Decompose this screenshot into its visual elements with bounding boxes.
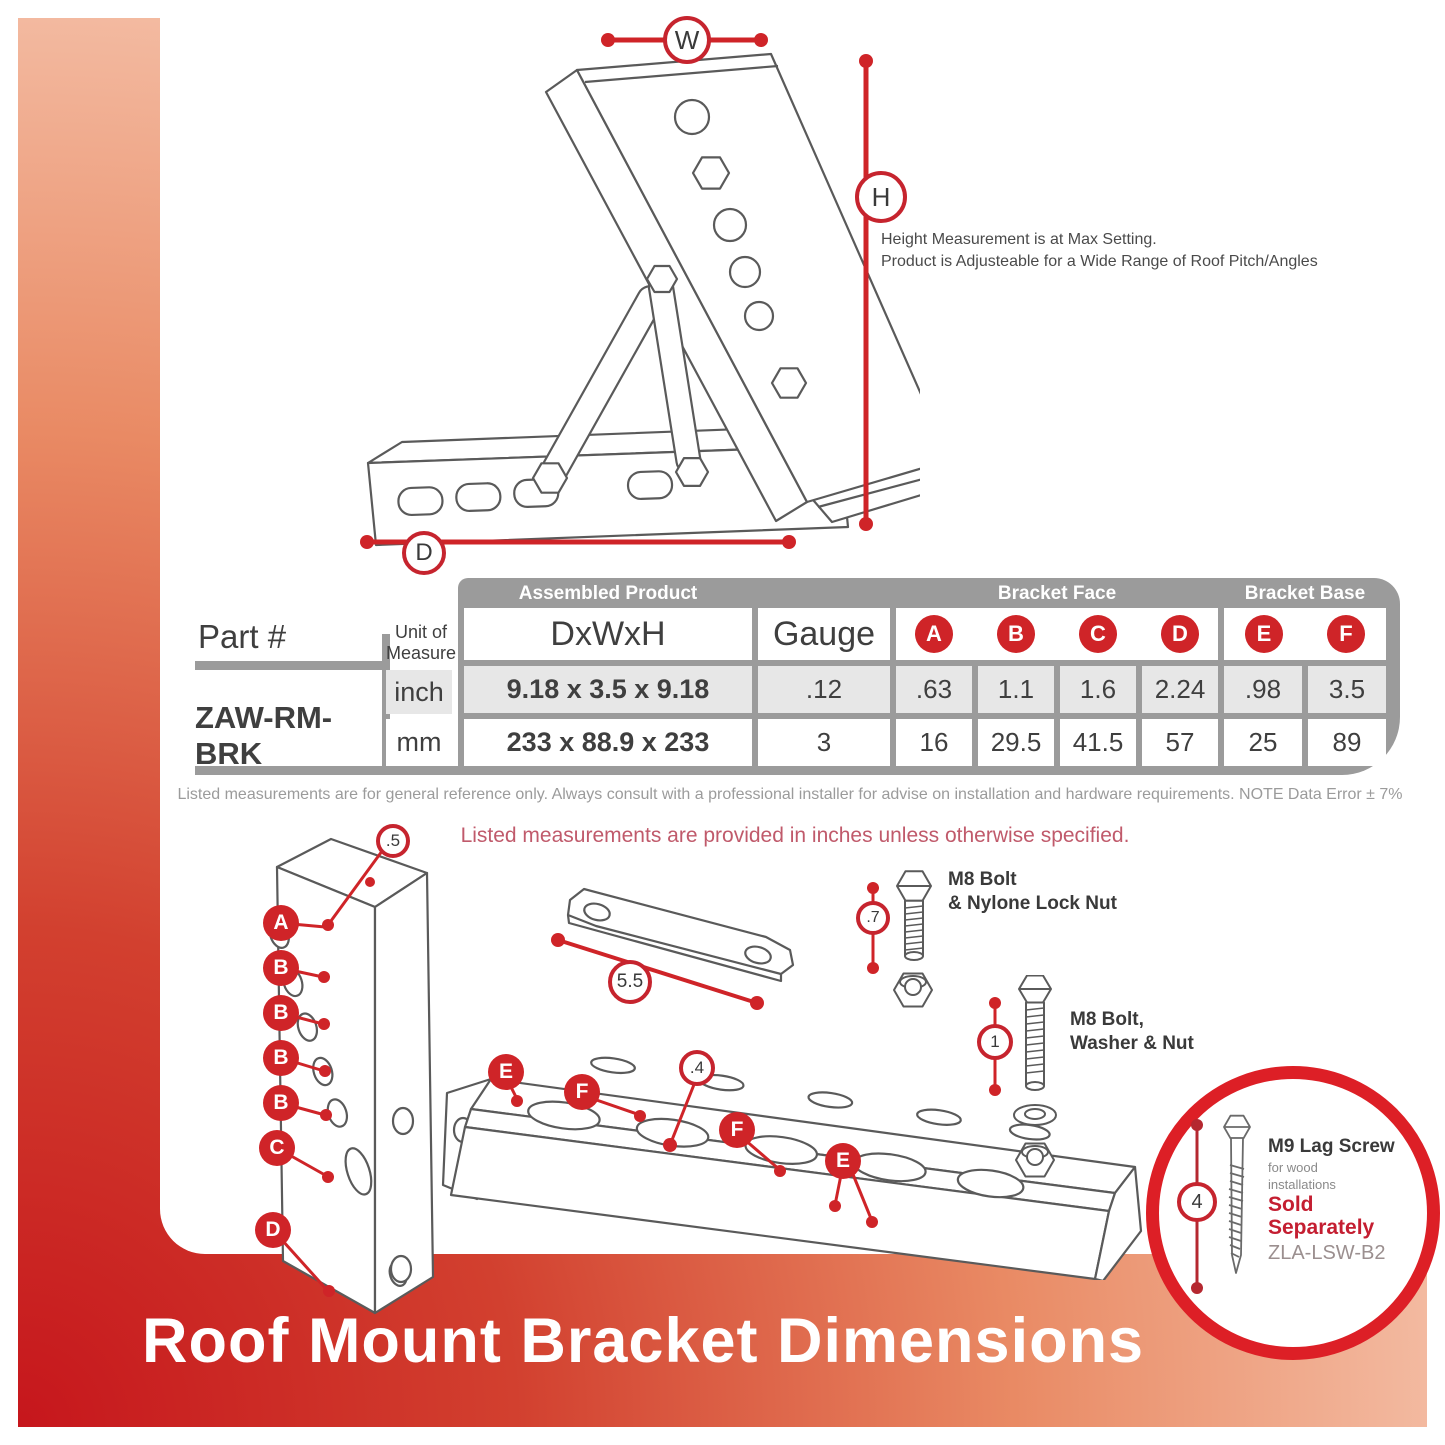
page-title: Roof Mount Bracket Dimensions — [142, 1306, 1145, 1376]
part-header-rule — [195, 661, 388, 670]
rail-badge-e2: E — [825, 1143, 861, 1179]
bolt1-dim-label: .7 — [856, 901, 890, 935]
bolt2-dim-label: 1 — [977, 1024, 1013, 1060]
letter-f-badge: F — [1327, 615, 1365, 653]
mm-gauge: 3 — [758, 719, 890, 766]
lag-sold-separately: Sold Separately — [1268, 1193, 1375, 1239]
upright-badge-c: C — [259, 1130, 295, 1166]
table-grid: DxWxH Gauge A B C D E F 9.18 x 3.5 x 9.1… — [464, 608, 1388, 766]
unit-mm-cell: mm — [386, 719, 452, 766]
inch-d: 2.24 — [1142, 666, 1218, 713]
upright-badge-b4: B — [263, 1085, 299, 1121]
letter-c-badge: C — [1079, 615, 1117, 653]
height-letter: H — [871, 181, 891, 212]
width-dim-label: W — [663, 16, 711, 64]
mm-e: 25 — [1224, 719, 1302, 766]
mm-a: 16 — [896, 719, 972, 766]
height-note-line2: Product is Adjusteable for a Wide Range … — [881, 253, 1318, 271]
rail-dim-label: .4 — [679, 1050, 715, 1086]
inch-b: 1.1 — [978, 666, 1054, 713]
unit-header-line1: Unit of — [394, 622, 448, 642]
bolt1-label-line1: M8 Bolt — [948, 869, 1017, 890]
height-note-line1: Height Measurement is at Max Setting. — [881, 231, 1157, 248]
mm-dims: 233 x 88.9 x 233 — [464, 719, 752, 766]
bolt2-label-line1: M8 Bolt, — [1070, 1009, 1144, 1030]
mm-c: 41.5 — [1060, 719, 1136, 766]
lag-desc: for wood installations — [1268, 1160, 1336, 1194]
lag-dim-label: 4 — [1177, 1182, 1217, 1222]
col-header-dims: DxWxH — [464, 608, 752, 660]
lag-name: M9 Lag Screw — [1268, 1136, 1395, 1157]
letter-a-badge: A — [915, 615, 953, 653]
rail-dim-value: .4 — [689, 1058, 705, 1077]
upright-badge-a: A — [263, 905, 299, 941]
inch-f: 3.5 — [1308, 666, 1386, 713]
units-note: Listed measurements are provided in inch… — [460, 824, 1130, 847]
letter-e-badge: E — [1245, 615, 1283, 653]
strap-dim-label: 5.5 — [608, 960, 652, 1004]
lag-sku: ZLA-LSW-B2 — [1268, 1242, 1386, 1264]
band-bracket-face: Bracket Face — [997, 583, 1117, 604]
upright-dim-label: .5 — [376, 824, 410, 858]
table-bottom-rule — [195, 766, 461, 775]
bolt2-dim-value: 1 — [990, 1032, 1000, 1051]
unit-inch-cell: inch — [386, 670, 452, 714]
table-footnote: Listed measurements are for general refe… — [177, 786, 1403, 803]
width-letter: W — [674, 24, 700, 55]
part-number: ZAW-RM-BRK — [195, 700, 333, 771]
inch-gauge: .12 — [758, 666, 890, 713]
bolt2-label-line2: Washer & Nut — [1070, 1032, 1194, 1054]
lag-desc-line2: installations — [1268, 1176, 1336, 1192]
upright-badge-b2: B — [263, 995, 299, 1031]
letter-b-badge: B — [997, 615, 1035, 653]
height-dim-label: H — [855, 171, 907, 223]
lag-sold-line2: Separately — [1268, 1215, 1375, 1239]
face-letters-cell: A B C D — [896, 608, 1218, 660]
strap-dim-value: 5.5 — [616, 971, 644, 992]
inch-dims: 9.18 x 3.5 x 9.18 — [464, 666, 752, 713]
mm-f: 89 — [1308, 719, 1386, 766]
part-header: Part # — [198, 618, 287, 655]
bolt1-label: M8 Bolt & Nylone Lock Nut — [948, 868, 1117, 916]
inch-c: 1.6 — [1060, 666, 1136, 713]
lag-sold-line1: Sold — [1268, 1193, 1314, 1216]
letter-d-badge: D — [1161, 615, 1199, 653]
mm-b: 29.5 — [978, 719, 1054, 766]
upright-badge-d: D — [255, 1212, 291, 1248]
lag-dim-value: 4 — [1191, 1190, 1203, 1213]
depth-dim-label: D — [402, 531, 446, 575]
inch-e: .98 — [1224, 666, 1302, 713]
rail-badge-f1: F — [564, 1074, 600, 1110]
upright-dim-value: .5 — [385, 831, 401, 850]
base-letters-cell: E F — [1224, 608, 1386, 660]
upright-badge-b3: B — [263, 1040, 299, 1076]
col-header-gauge: Gauge — [758, 608, 890, 660]
bolt1-dim-value: .7 — [866, 909, 880, 926]
mm-d: 57 — [1142, 719, 1218, 766]
unit-header-line2: Measure — [386, 642, 457, 663]
height-note: Height Measurement is at Max Setting. Pr… — [881, 229, 1371, 274]
inch-a: .63 — [896, 666, 972, 713]
rail-badge-e1: E — [488, 1054, 524, 1090]
dimension-table: Assembled Product Bracket Face Bracket B… — [458, 578, 1400, 775]
lag-desc-line1: for wood — [1268, 1160, 1318, 1175]
band-assembled-product: Assembled Product — [518, 583, 698, 604]
depth-letter: D — [415, 539, 433, 566]
unit-header: Unit of Measure — [386, 622, 456, 663]
upright-badge-b1: B — [263, 950, 299, 986]
rail-badge-f2: F — [719, 1112, 755, 1148]
bolt2-label: M8 Bolt, Washer & Nut — [1070, 1008, 1194, 1056]
bolt1-label-line2: & Nylone Lock Nut — [948, 892, 1117, 914]
band-bracket-base: Bracket Base — [1244, 583, 1366, 604]
